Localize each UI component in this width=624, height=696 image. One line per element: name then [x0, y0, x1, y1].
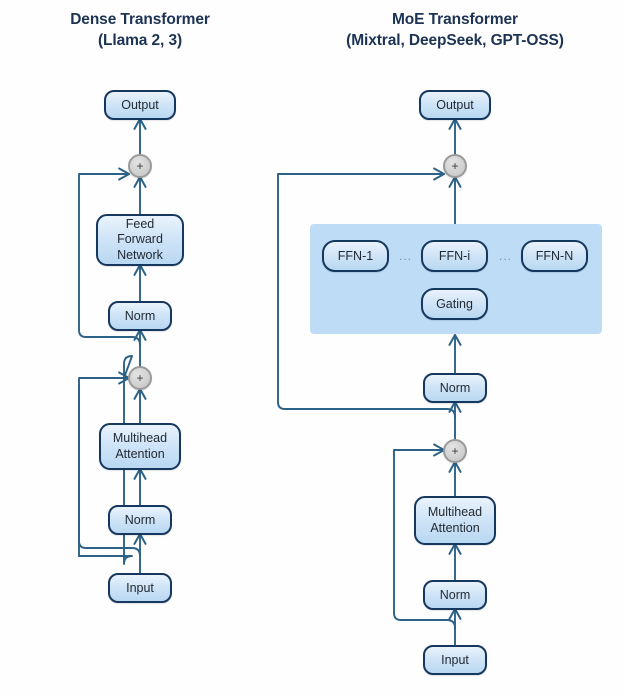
right-norm-upper-label: Norm: [439, 380, 471, 395]
right-node-output[interactable]: Output: [419, 90, 491, 120]
left-norm-lower-label: Norm: [124, 512, 156, 527]
left-diagram-title: Dense Transformer (Llama 2, 3): [20, 9, 260, 51]
right-node-gating[interactable]: Gating: [421, 288, 488, 320]
right-add-bottom-label: +: [451, 444, 459, 458]
left-node-multihead-attention[interactable]: Multihead Attention: [99, 423, 181, 470]
left-output-label: Output: [121, 97, 159, 112]
left-attn-label-line2: Attention: [115, 446, 165, 461]
left-node-input[interactable]: Input: [108, 573, 172, 603]
left-add-top-label: +: [136, 159, 144, 173]
left-node-output[interactable]: Output: [104, 90, 176, 120]
right-node-multihead-attention[interactable]: Multihead Attention: [414, 496, 496, 545]
right-diagram-title: MoE Transformer (Mixtral, DeepSeek, GPT-…: [330, 9, 580, 51]
left-title-line2: (Llama 2, 3): [97, 32, 183, 49]
right-node-norm-upper[interactable]: Norm: [423, 373, 487, 403]
right-input-label: Input: [441, 652, 469, 667]
right-node-ffn-1[interactable]: FFN-1: [322, 240, 389, 272]
left-add-bottom-label: +: [136, 371, 144, 385]
ffn-1-label: FFN-1: [337, 248, 374, 263]
left-ffn-label-line1: Feed Forward: [117, 216, 163, 247]
right-add-top[interactable]: +: [443, 154, 467, 178]
ffn-i-label: FFN-i: [438, 248, 471, 263]
left-add-bottom[interactable]: +: [128, 366, 152, 390]
right-attn-label-line1: Multihead: [427, 505, 483, 519]
left-node-norm-lower[interactable]: Norm: [108, 505, 172, 535]
left-attn-label-line1: Multihead: [112, 431, 168, 445]
right-title-line1: MoE Transformer: [392, 11, 518, 28]
right-node-norm-lower[interactable]: Norm: [423, 580, 487, 610]
left-title-line1: Dense Transformer: [70, 11, 210, 28]
gating-label: Gating: [436, 296, 473, 311]
right-add-bottom[interactable]: +: [443, 439, 467, 463]
left-norm-upper-label: Norm: [124, 308, 156, 323]
left-ffn-label-line2: Network: [117, 247, 163, 262]
left-add-top[interactable]: +: [128, 154, 152, 178]
right-output-label: Output: [436, 97, 474, 112]
ffn-ellipsis-left: ...: [399, 249, 413, 263]
right-title-line2: (Mixtral, DeepSeek, GPT-OSS): [346, 32, 564, 49]
left-node-feed-forward-network[interactable]: Feed Forward Network: [96, 214, 184, 266]
left-input-label: Input: [126, 580, 154, 595]
right-attn-label-line2: Attention: [430, 520, 480, 535]
ffn-n-label: FFN-N: [535, 248, 574, 263]
right-node-ffn-i[interactable]: FFN-i: [421, 240, 488, 272]
right-norm-lower-label: Norm: [439, 587, 471, 602]
right-node-input[interactable]: Input: [423, 645, 487, 675]
right-add-top-label: +: [451, 159, 459, 173]
right-node-ffn-n[interactable]: FFN-N: [521, 240, 588, 272]
left-node-norm-upper[interactable]: Norm: [108, 301, 172, 331]
ffn-ellipsis-right: ...: [499, 249, 513, 263]
